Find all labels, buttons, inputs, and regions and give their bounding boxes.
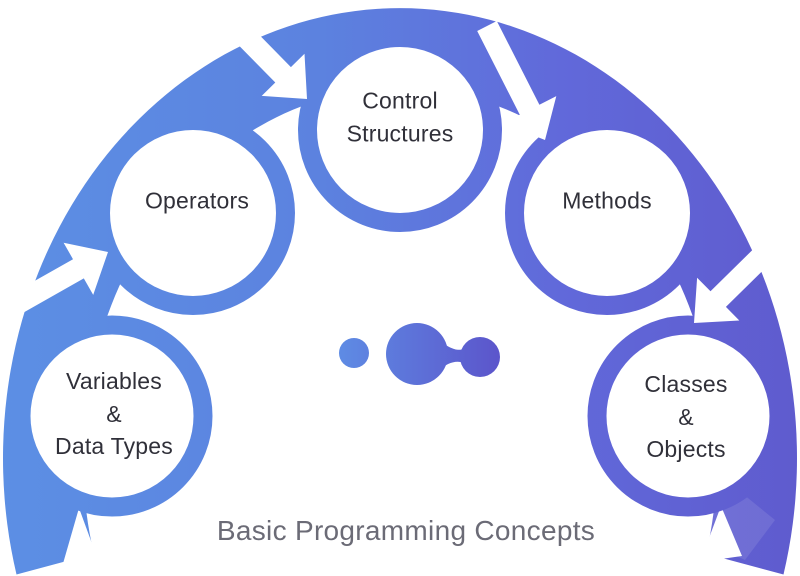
node-circle-methods bbox=[505, 111, 709, 315]
flow-arrow-control-to-methods-icon bbox=[477, 21, 557, 140]
linked-dots-logo-icon bbox=[339, 323, 500, 385]
flow-arrow-operators-to-control-icon bbox=[235, 26, 307, 99]
node-label-classes-objects: Classes & Objects bbox=[644, 371, 728, 463]
node-circle-operators bbox=[91, 111, 295, 315]
node-label-control-structures: Control Structures bbox=[346, 87, 454, 146]
flow-arrow-methods-to-classes-icon bbox=[694, 244, 774, 323]
node-label-operators: Operators bbox=[144, 187, 250, 214]
node-circle-classes-objects bbox=[587, 315, 789, 517]
logo-medium-dot bbox=[460, 337, 500, 377]
logo-small-dot bbox=[339, 338, 369, 368]
band-right-notch bbox=[700, 506, 742, 562]
flow-arrow-variables-to-operators-icon bbox=[12, 242, 109, 313]
node-label-variables-data-types: Variables & Data Types bbox=[55, 368, 173, 460]
logo-large-dot bbox=[386, 323, 448, 385]
node-circle-control-structures bbox=[298, 28, 502, 232]
node-circle-variables-data-types bbox=[11, 315, 213, 517]
band-left-notch bbox=[60, 508, 98, 574]
node-label-methods: Methods bbox=[562, 187, 652, 214]
diagram-title: Basic Programming Concepts bbox=[216, 515, 596, 546]
